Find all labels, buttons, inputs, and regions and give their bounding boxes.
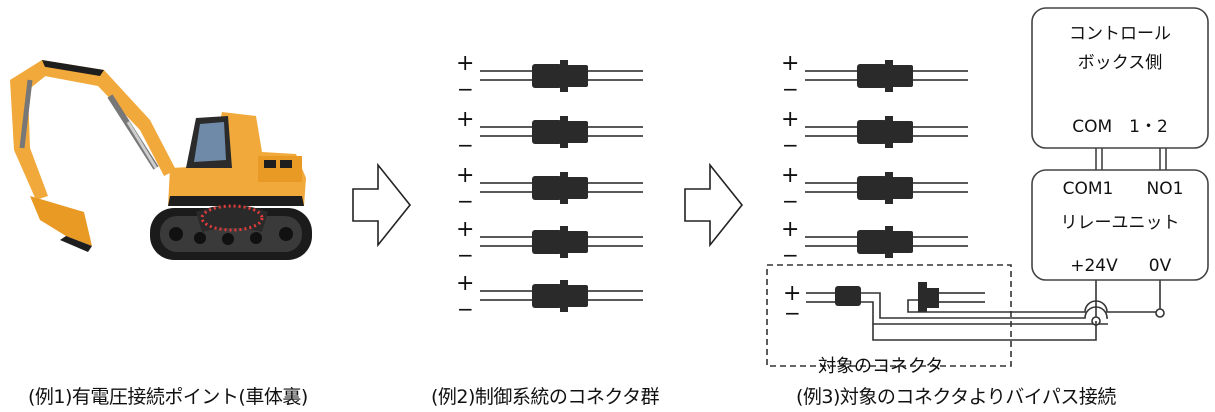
minus-sign: − (457, 243, 474, 267)
plus-sign: + (456, 163, 474, 188)
connector: +− (456, 51, 643, 101)
connector: +− (781, 51, 968, 101)
minus-sign: − (782, 243, 799, 267)
connector: +− (456, 107, 643, 157)
plus-sign: + (781, 163, 799, 188)
plus-sign: + (456, 271, 474, 296)
relay-unit-name: リレーユニット (1061, 213, 1180, 233)
caption-example-3: (例3)対象のコネクタよりバイパス接続 (796, 386, 1116, 408)
relay-24v-label: +24V (1070, 256, 1118, 276)
plus-sign: + (456, 107, 474, 132)
relay-unit: COM1 NO1 リレーユニット +24V 0V (1031, 169, 1209, 281)
connector: +− (456, 217, 643, 267)
minus-sign: − (457, 189, 474, 213)
plus-sign: + (781, 51, 799, 76)
target-connector-box (766, 264, 1012, 367)
minus-sign: − (457, 77, 474, 101)
caption-example-1: (例1)有電圧接続ポイント(車体裏) (28, 386, 308, 408)
relay-com1-label: COM1 (1063, 179, 1114, 199)
bypass-wiring (861, 276, 1165, 341)
minus-sign: − (782, 189, 799, 213)
connector: +− (781, 163, 968, 213)
minus-sign: − (782, 77, 799, 101)
control-box-terminals: COM 1・2 (1072, 117, 1168, 137)
connector-group-bypass: +−+−+−+− (781, 51, 968, 267)
connector-group: +−+−+−+−+− (456, 51, 643, 321)
excavator-illustration (10, 60, 312, 260)
plus-sign: + (781, 217, 799, 242)
minus-sign: − (457, 297, 474, 321)
minus-sign: − (784, 301, 801, 325)
control-box-title-line1: コントロール (1069, 24, 1171, 44)
plus-sign: + (781, 107, 799, 132)
connection-point-marker (200, 204, 264, 232)
target-connector-label: 対象のコネクタ (818, 356, 943, 377)
minus-sign: − (782, 133, 799, 157)
control-wires (1095, 148, 1167, 170)
connector: +− (456, 163, 643, 213)
plus-sign: + (783, 281, 801, 306)
control-box: コントロール ボックス側 COM 1・2 (1031, 7, 1209, 149)
arrow-icon (352, 162, 412, 248)
plus-sign: + (456, 51, 474, 76)
minus-sign: − (457, 133, 474, 157)
connector: +− (456, 271, 643, 321)
control-box-title-line2: ボックス側 (1078, 53, 1163, 73)
relay-no1-label: NO1 (1147, 179, 1184, 199)
target-connector: + − (783, 281, 985, 325)
relay-0v-label: 0V (1149, 256, 1172, 276)
plus-sign: + (456, 217, 474, 242)
connector: +− (781, 107, 968, 157)
arrow-icon (684, 162, 744, 248)
caption-example-2: (例2)制御系統のコネクタ群 (431, 386, 660, 408)
connector: +− (781, 217, 968, 267)
